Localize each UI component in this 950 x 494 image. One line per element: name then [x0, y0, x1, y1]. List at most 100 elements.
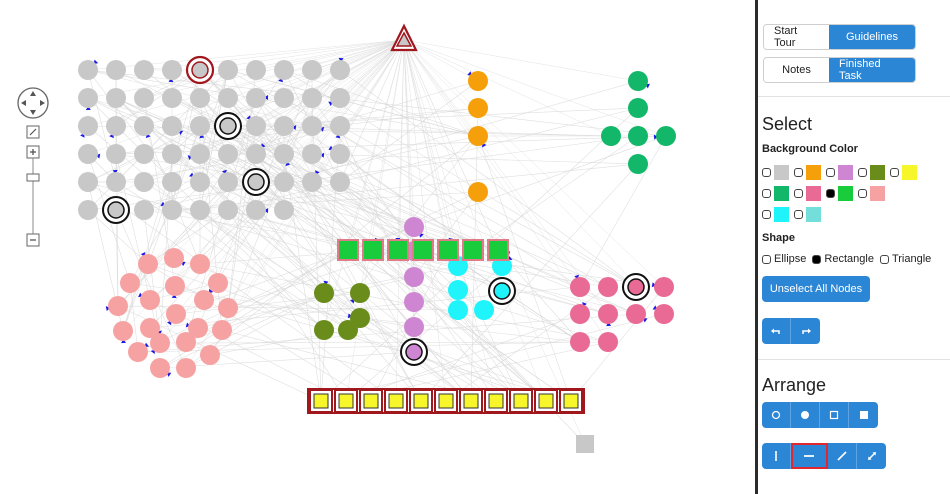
square-node[interactable]: [338, 393, 354, 409]
graph-node[interactable]: [162, 144, 182, 164]
panel-divider[interactable]: [755, 0, 758, 494]
graph-node[interactable]: [246, 116, 266, 136]
graph-node[interactable]: [190, 172, 210, 192]
graph-node[interactable]: [162, 172, 182, 192]
graph-node[interactable]: [656, 126, 676, 146]
graph-node[interactable]: [78, 200, 98, 220]
graph-node[interactable]: [106, 88, 126, 108]
graph-node[interactable]: [164, 248, 184, 268]
color-checkbox[interactable]: [890, 168, 899, 177]
arrange-circle-outline-button[interactable]: [762, 402, 791, 428]
graph-node[interactable]: [274, 60, 294, 80]
graph-node[interactable]: [78, 116, 98, 136]
unselect-all-nodes-button[interactable]: Unselect All Nodes: [762, 276, 870, 302]
graph-canvas[interactable]: [0, 0, 755, 494]
square-node[interactable]: [388, 393, 404, 409]
graph-node[interactable]: [108, 296, 128, 316]
graph-node[interactable]: [330, 172, 350, 192]
graph-nodes[interactable]: [78, 23, 676, 453]
fit-icon[interactable]: [26, 125, 40, 139]
graph-node[interactable]: [140, 318, 160, 338]
graph-node[interactable]: [190, 116, 210, 136]
square-node[interactable]: [413, 393, 429, 409]
zoom-control[interactable]: [16, 86, 50, 256]
graph-node[interactable]: [598, 304, 618, 324]
notes-button[interactable]: Notes: [764, 58, 829, 82]
graph-node[interactable]: [176, 332, 196, 352]
graph-node[interactable]: [246, 88, 266, 108]
color-option[interactable]: [794, 186, 821, 201]
graph-node[interactable]: [218, 298, 238, 318]
graph-node[interactable]: [140, 290, 160, 310]
graph-node[interactable]: [78, 172, 98, 192]
graph-node[interactable]: [200, 345, 220, 365]
graph-node[interactable]: [134, 88, 154, 108]
square-node[interactable]: [363, 393, 379, 409]
graph-node[interactable]: [628, 71, 648, 91]
graph-node[interactable]: [274, 88, 294, 108]
graph-node[interactable]: [405, 343, 423, 361]
square-node[interactable]: [488, 393, 504, 409]
graph-node[interactable]: [128, 342, 148, 362]
graph-node[interactable]: [330, 144, 350, 164]
shape-checkbox[interactable]: [762, 254, 771, 264]
graph-node[interactable]: [218, 200, 238, 220]
graph-node[interactable]: [598, 332, 618, 352]
graph-node[interactable]: [302, 88, 322, 108]
graph-node[interactable]: [601, 126, 621, 146]
start-tour-button[interactable]: Start Tour: [764, 25, 829, 49]
square-node[interactable]: [313, 393, 329, 409]
graph-node[interactable]: [166, 304, 186, 324]
color-checkbox[interactable]: [826, 168, 835, 177]
color-checkbox[interactable]: [794, 189, 803, 198]
color-option[interactable]: [890, 165, 917, 180]
graph-node[interactable]: [134, 144, 154, 164]
graph-node[interactable]: [274, 172, 294, 192]
color-checkbox[interactable]: [826, 189, 835, 198]
graph-node[interactable]: [474, 300, 494, 320]
arrange-diagonal-button[interactable]: [828, 443, 857, 469]
graph-node[interactable]: [404, 217, 424, 237]
graph-node[interactable]: [247, 173, 265, 191]
graph-node[interactable]: [493, 282, 511, 300]
graph-node[interactable]: [194, 290, 214, 310]
graph-node[interactable]: [350, 283, 370, 303]
graph-node[interactable]: [176, 358, 196, 378]
graph-node[interactable]: [468, 182, 488, 202]
graph-node[interactable]: [628, 126, 648, 146]
color-checkbox[interactable]: [858, 168, 867, 177]
graph-node[interactable]: [246, 60, 266, 80]
graph-node[interactable]: [570, 304, 590, 324]
shape-checkbox[interactable]: [879, 254, 889, 264]
graph-node[interactable]: [113, 321, 133, 341]
graph-node[interactable]: [338, 320, 358, 340]
graph-node[interactable]: [330, 116, 350, 136]
graph-node[interactable]: [274, 200, 294, 220]
graph-node[interactable]: [150, 333, 170, 353]
arrange-square-outline-button[interactable]: [820, 402, 849, 428]
graph-node[interactable]: [134, 116, 154, 136]
graph-node[interactable]: [314, 283, 334, 303]
graph-node[interactable]: [191, 61, 209, 79]
graph-node[interactable]: [78, 88, 98, 108]
square-node[interactable]: [463, 393, 479, 409]
color-checkbox[interactable]: [794, 168, 803, 177]
graph-node[interactable]: [218, 60, 238, 80]
arrange-horizontal-button[interactable]: [791, 443, 828, 469]
color-option[interactable]: [858, 165, 885, 180]
graph-node[interactable]: [404, 292, 424, 312]
graph-node[interactable]: [330, 88, 350, 108]
graph-node[interactable]: [468, 126, 488, 146]
graph-node[interactable]: [654, 304, 674, 324]
graph-node[interactable]: [162, 60, 182, 80]
graph-node[interactable]: [134, 200, 154, 220]
square-node[interactable]: [412, 239, 434, 261]
graph-node[interactable]: [162, 200, 182, 220]
square-node[interactable]: [362, 239, 384, 261]
graph-node[interactable]: [78, 144, 98, 164]
color-checkbox[interactable]: [762, 210, 771, 219]
color-option[interactable]: [826, 165, 853, 180]
graph-node[interactable]: [330, 60, 350, 80]
arrange-circle-filled-button[interactable]: [791, 402, 820, 428]
graph-node[interactable]: [78, 60, 98, 80]
